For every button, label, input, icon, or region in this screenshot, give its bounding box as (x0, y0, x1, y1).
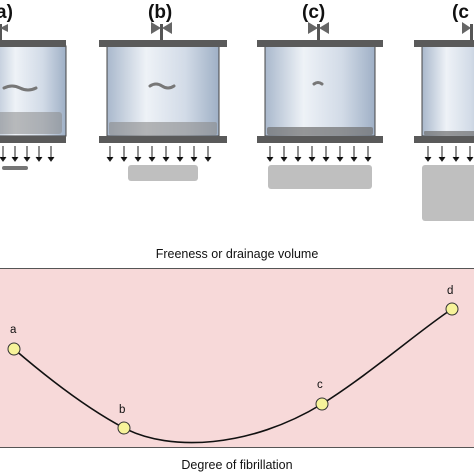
point-label-d: d (447, 285, 453, 297)
drain-arrows-b (106, 146, 212, 162)
valve-icon-b (151, 22, 172, 40)
fibrillation-caption: Degree of fibrillation (181, 458, 293, 472)
point-label-a: a (10, 324, 17, 336)
plot-area (0, 268, 474, 448)
valve-icon-d (462, 22, 473, 40)
curve-point-b: b (117, 404, 131, 435)
drain-arrows-d (424, 146, 474, 162)
curve-point-a: a (7, 324, 21, 356)
curve-point-d: d (445, 285, 459, 316)
valve-icon-c (308, 22, 329, 40)
panel-letter-d: (c (452, 2, 469, 23)
drainage-curve (13, 308, 453, 444)
valve-icon-a (0, 24, 8, 40)
panel-letter-b: (b) (148, 2, 172, 23)
drain-arrows-a (0, 146, 55, 162)
curve-point-c: c (315, 379, 329, 411)
panel-letter-a: a) (0, 2, 13, 23)
apparatus-c (257, 22, 383, 189)
point-label-c: c (317, 379, 323, 391)
apparatus-a (0, 24, 67, 170)
apparatus-b (99, 22, 227, 181)
panel-letter-c: (c) (302, 2, 325, 23)
drainage-caption: Freeness or drainage volume (155, 247, 319, 261)
apparatus-d (414, 22, 474, 221)
point-label-b: b (119, 404, 125, 416)
drain-arrows-c (266, 146, 372, 162)
